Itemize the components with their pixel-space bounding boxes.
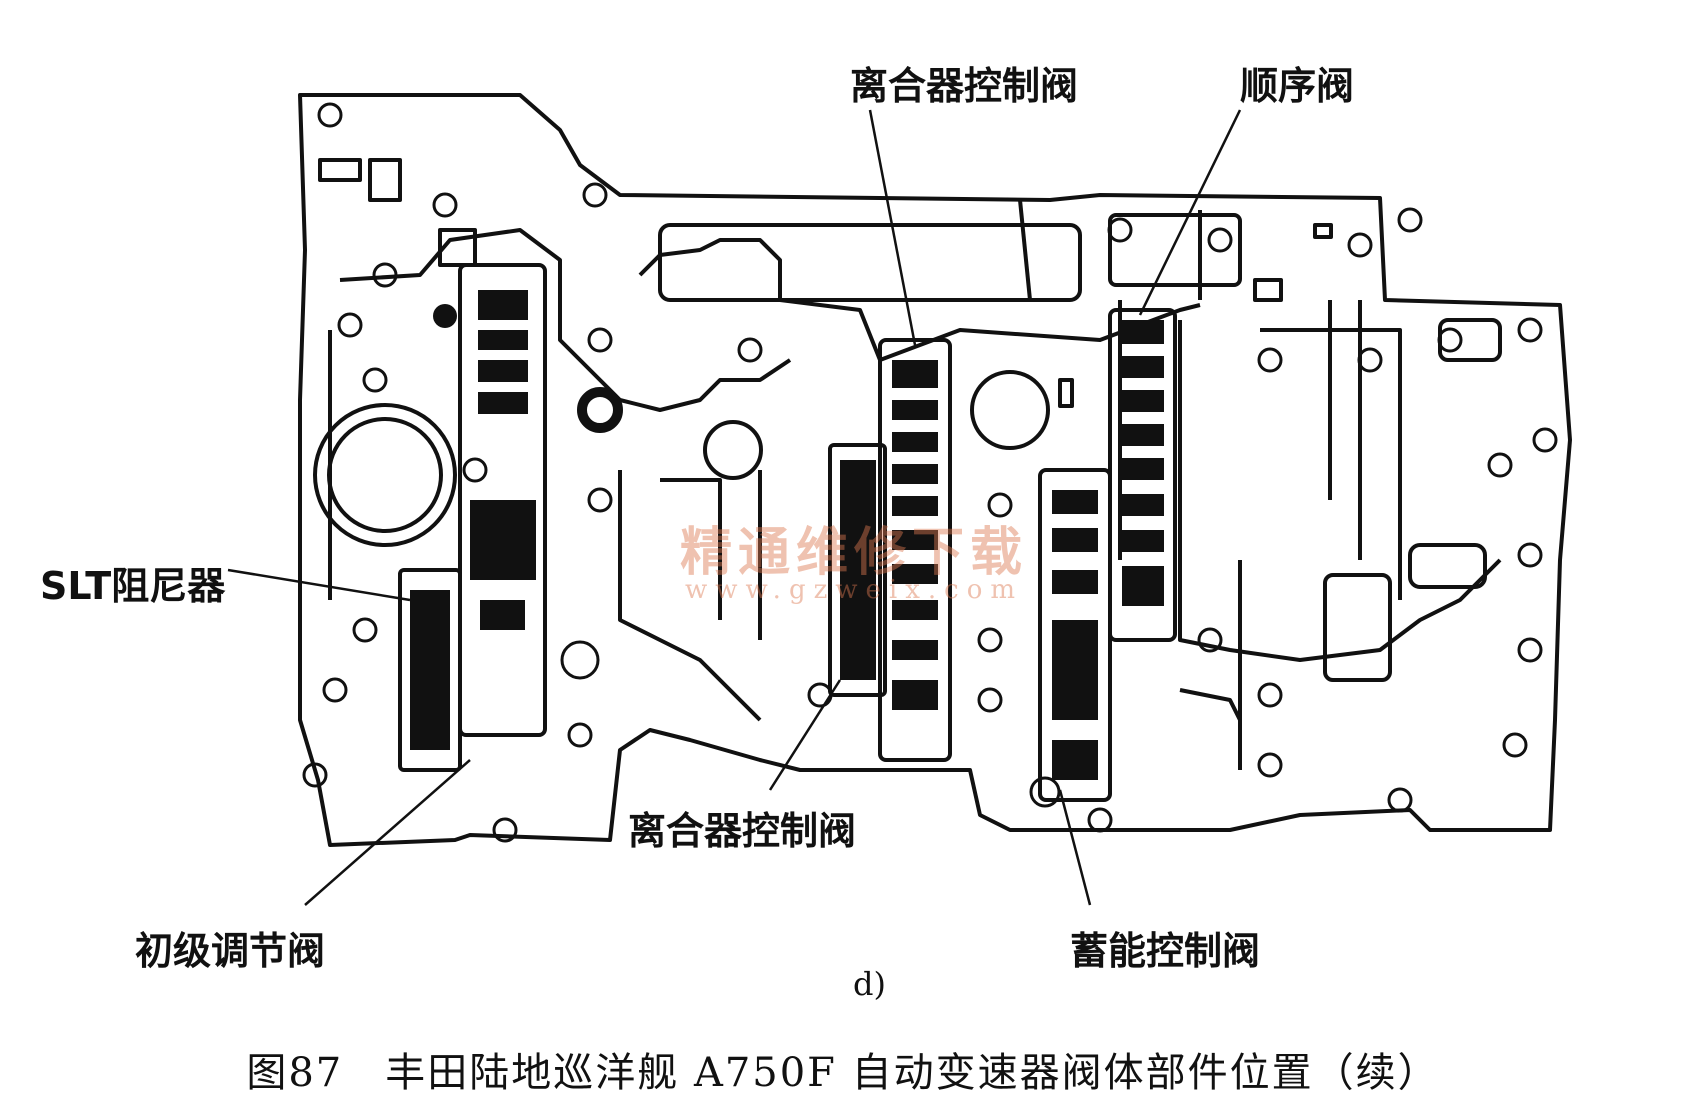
label-clutch-control-valve-top: 离合器控制阀 — [850, 64, 1079, 108]
label-slt-damper: SLT阻尼器 — [40, 564, 226, 608]
valve-body-outline — [298, 93, 1572, 847]
slt-damper-body — [398, 568, 462, 772]
primary-regulator-valve-body — [458, 263, 547, 737]
leader-clutch-valve-bottom — [768, 679, 842, 791]
watermark-url: www.gzweix.com — [685, 575, 1024, 605]
label-clutch-control-valve-bottom: 离合器控制阀 — [628, 809, 857, 853]
round-port — [313, 403, 457, 547]
label-sequence-valve: 顺序阀 — [1240, 64, 1355, 108]
figure-caption: 图87 丰田陆地巡洋舰 A750F 自动变速器阀体部件位置（续） — [246, 1050, 1440, 1096]
sub-figure-label: d) — [853, 965, 886, 1003]
watermark-title: 精通维修下载 — [680, 522, 1029, 583]
label-accumulator-control-valve: 蓄能控制阀 — [1070, 929, 1261, 973]
clutch-control-valve-2-body — [828, 443, 887, 697]
leader-accumulator-valve — [1058, 789, 1092, 906]
label-primary-regulator-valve: 初级调节阀 — [135, 929, 326, 973]
leader-primary-regulator — [304, 759, 471, 906]
leader-slt-damper — [227, 568, 411, 602]
leader-clutch-valve-top — [868, 109, 917, 346]
leader-sequence-valve — [1138, 109, 1242, 316]
